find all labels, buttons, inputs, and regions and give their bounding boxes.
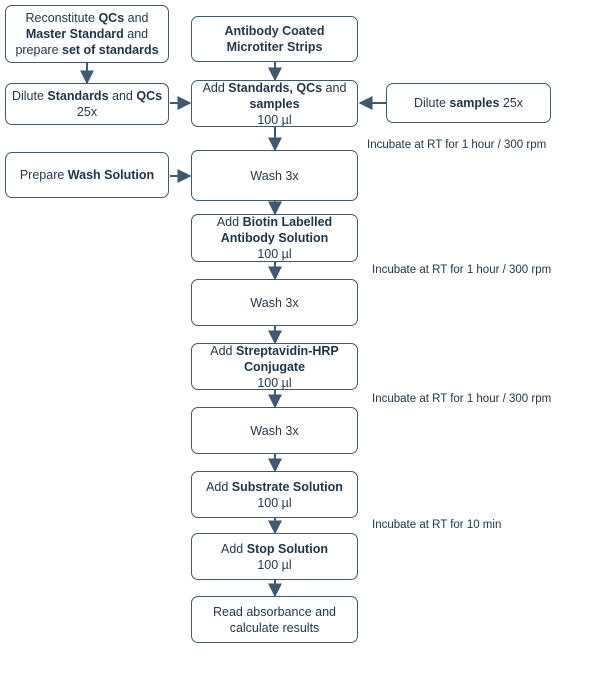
strep-bold1: Streptavidin-HRP	[235, 343, 339, 358]
dilute-std-factor: 25x	[76, 105, 98, 119]
coated-strips-box: Antibody Coated Microtiter Strips	[191, 16, 358, 62]
reconstitute-prepare: and prepare	[15, 27, 149, 57]
incubation-note-4: Incubate at RT for 10 min	[372, 519, 502, 531]
strep-volume: 100 µl	[257, 375, 292, 390]
dilute-std-and: and	[108, 89, 137, 103]
biotin-box: Add Biotin Labelled Antibody Solution 10…	[191, 214, 358, 262]
reconstitute-text: Reconstitute	[25, 11, 99, 25]
biotin-text: Add	[216, 215, 243, 229]
read-line2: calculate results	[229, 620, 320, 635]
dilute-std-text: Dilute	[11, 89, 48, 103]
substrate-text: Add	[206, 479, 232, 494]
substrate-volume: 100 µl	[257, 495, 292, 510]
wash3-box: Wash 3x	[191, 407, 358, 454]
stop-box: Add Stop Solution 100 µl	[191, 533, 358, 580]
stop-volume: 100 µl	[257, 557, 292, 572]
biotin-volume: 100 µl	[257, 247, 292, 261]
substrate-bold: Substrate Solution	[231, 479, 343, 494]
prepare-wash-solution: Wash Solution	[67, 168, 155, 182]
add-std-text: Add	[202, 80, 229, 95]
add-std-bold1: Standards, QCs	[228, 80, 323, 95]
dilute-standards-box: Dilute Standards and QCs 25x	[5, 83, 169, 125]
wash2-box: Wash 3x	[191, 279, 358, 326]
incubation-note-3: Incubate at RT for 1 hour / 300 rpm	[372, 393, 552, 405]
dilute-samples-box: Dilute samples 25x	[386, 83, 551, 123]
add-std-volume: 100 µl	[257, 112, 292, 127]
stop-text: Add	[221, 541, 247, 556]
biotin-bold1: Biotin Labelled	[242, 215, 333, 229]
read-box: Read absorbance and calculate results	[191, 596, 358, 643]
coated-line2: Microtiter Strips	[226, 40, 323, 54]
incubation-note-1: Incubate at RT for 1 hour / 300 rpm	[367, 139, 547, 151]
reconstitute-set: set of standards	[62, 43, 159, 57]
reconstitute-and: and	[124, 11, 149, 25]
wash1-text: Wash 3x	[250, 168, 299, 183]
wash3-text: Wash 3x	[250, 423, 299, 438]
reconstitute-qcs: QCs	[98, 11, 125, 25]
dilute-samples-bold: samples	[449, 96, 500, 110]
strep-bold2: Conjugate	[243, 359, 306, 374]
add-standards-box: Add Standards, QCs and samples 100 µl	[191, 80, 358, 127]
wash2-text: Wash 3x	[250, 295, 299, 310]
prepare-wash-box: Prepare Wash Solution	[5, 152, 169, 198]
dilute-samples-factor: 25x	[499, 96, 524, 110]
coated-line1: Antibody Coated	[224, 24, 325, 38]
substrate-box: Add Substrate Solution 100 µl	[191, 471, 358, 518]
add-std-and: and	[322, 80, 347, 95]
strep-box: Add Streptavidin-HRP Conjugate 100 µl	[191, 343, 358, 390]
incubation-note-2: Incubate at RT for 1 hour / 300 rpm	[372, 264, 552, 276]
dilute-samples-text: Dilute	[413, 96, 450, 110]
dilute-std-qcs: QCs	[136, 89, 163, 103]
reconstitute-master: Master Standard	[25, 27, 124, 41]
wash1-box: Wash 3x	[191, 150, 358, 201]
reconstitute-box: Reconstitute QCs and Master Standard and…	[5, 5, 169, 63]
biotin-bold2: Antibody Solution	[220, 231, 329, 245]
dilute-std-standards: Standards	[47, 89, 109, 103]
prepare-wash-text: Prepare	[19, 168, 68, 182]
read-line1: Read absorbance and	[212, 604, 336, 619]
strep-text: Add	[210, 343, 236, 358]
add-std-samples: samples	[249, 96, 300, 111]
stop-bold: Stop Solution	[246, 541, 328, 556]
